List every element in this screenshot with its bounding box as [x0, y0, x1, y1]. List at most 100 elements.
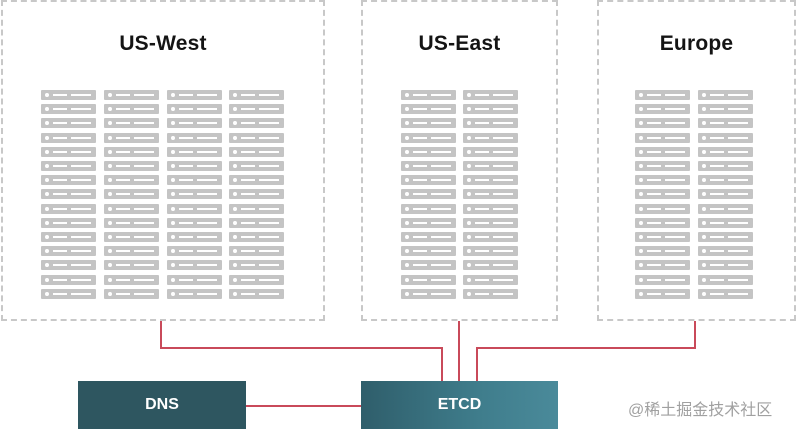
server-unit-icon [41, 275, 96, 285]
server-unit-icon [698, 275, 753, 285]
server-unit-icon [167, 232, 222, 242]
server-unit-icon [635, 218, 690, 228]
server-unit-icon [167, 104, 222, 114]
server-unit-icon [463, 289, 518, 299]
server-unit-icon [698, 118, 753, 128]
server-unit-icon [401, 161, 456, 171]
server-unit-icon [104, 161, 159, 171]
server-unit-icon [104, 218, 159, 228]
server-unit-icon [401, 232, 456, 242]
server-unit-icon [635, 204, 690, 214]
server-unit-icon [41, 260, 96, 270]
server-unit-icon [41, 175, 96, 185]
server-unit-icon [229, 260, 284, 270]
server-unit-icon [229, 147, 284, 157]
server-unit-icon [698, 260, 753, 270]
server-unit-icon [41, 289, 96, 299]
server-unit-icon [41, 204, 96, 214]
server-unit-icon [401, 90, 456, 100]
server-unit-icon [41, 133, 96, 143]
server-unit-icon [635, 289, 690, 299]
server-unit-icon [104, 275, 159, 285]
server-unit-icon [401, 260, 456, 270]
server-unit-icon [401, 133, 456, 143]
server-unit-icon [167, 204, 222, 214]
server-unit-icon [167, 246, 222, 256]
server-unit-icon [401, 189, 456, 199]
server-unit-icon [463, 118, 518, 128]
server-unit-icon [104, 90, 159, 100]
server-unit-icon [463, 246, 518, 256]
server-unit-icon [229, 275, 284, 285]
server-unit-icon [41, 118, 96, 128]
server-unit-icon [167, 161, 222, 171]
server-unit-icon [635, 275, 690, 285]
server-unit-icon [167, 218, 222, 228]
server-unit-icon [104, 118, 159, 128]
server-unit-icon [635, 232, 690, 242]
server-unit-icon [698, 133, 753, 143]
server-unit-icon [167, 118, 222, 128]
server-unit-icon [229, 189, 284, 199]
server-unit-icon [401, 147, 456, 157]
dns-node: DNS [78, 381, 246, 429]
server-unit-icon [463, 90, 518, 100]
link-europe-etcd [476, 320, 696, 381]
region-title: US-West [119, 32, 207, 55]
server-unit-icon [229, 246, 284, 256]
server-unit-icon [167, 133, 222, 143]
server-unit-icon [401, 289, 456, 299]
server-unit-icon [229, 133, 284, 143]
region-us-east: US-East [361, 0, 558, 321]
server-unit-icon [167, 260, 222, 270]
server-unit-icon [41, 246, 96, 256]
server-unit-icon [104, 246, 159, 256]
server-unit-icon [401, 104, 456, 114]
region-title: Europe [659, 32, 734, 55]
server-unit-icon [229, 218, 284, 228]
server-unit-icon [167, 147, 222, 157]
server-unit-icon [635, 133, 690, 143]
link-uswest-etcd [160, 320, 443, 381]
server-unit-icon [229, 289, 284, 299]
server-unit-icon [635, 161, 690, 171]
server-unit-icon [463, 218, 518, 228]
region-title: US-East [418, 32, 501, 55]
server-unit-icon [41, 232, 96, 242]
server-unit-icon [635, 118, 690, 128]
region-us-west: US-West [1, 0, 325, 321]
server-unit-icon [635, 260, 690, 270]
server-unit-icon [104, 289, 159, 299]
server-unit-icon [41, 161, 96, 171]
server-unit-icon [104, 232, 159, 242]
server-unit-icon [698, 175, 753, 185]
server-unit-icon [41, 90, 96, 100]
server-unit-icon [41, 104, 96, 114]
server-unit-icon [229, 161, 284, 171]
server-unit-icon [463, 175, 518, 185]
server-unit-icon [229, 175, 284, 185]
server-unit-icon [635, 104, 690, 114]
server-unit-icon [698, 147, 753, 157]
server-unit-icon [167, 289, 222, 299]
server-unit-icon [104, 147, 159, 157]
server-unit-icon [635, 175, 690, 185]
server-unit-icon [167, 175, 222, 185]
watermark: @稀土掘金技术社区 [628, 402, 773, 419]
server-unit-icon [463, 161, 518, 171]
server-unit-icon [401, 218, 456, 228]
server-unit-icon [104, 204, 159, 214]
server-unit-icon [635, 147, 690, 157]
server-unit-icon [698, 204, 753, 214]
server-unit-icon [104, 260, 159, 270]
server-unit-icon [463, 147, 518, 157]
server-unit-icon [463, 133, 518, 143]
server-unit-icon [635, 246, 690, 256]
server-unit-icon [698, 289, 753, 299]
server-unit-icon [229, 204, 284, 214]
server-unit-icon [463, 260, 518, 270]
server-unit-icon [698, 218, 753, 228]
etcd-label: ETCD [437, 396, 482, 413]
